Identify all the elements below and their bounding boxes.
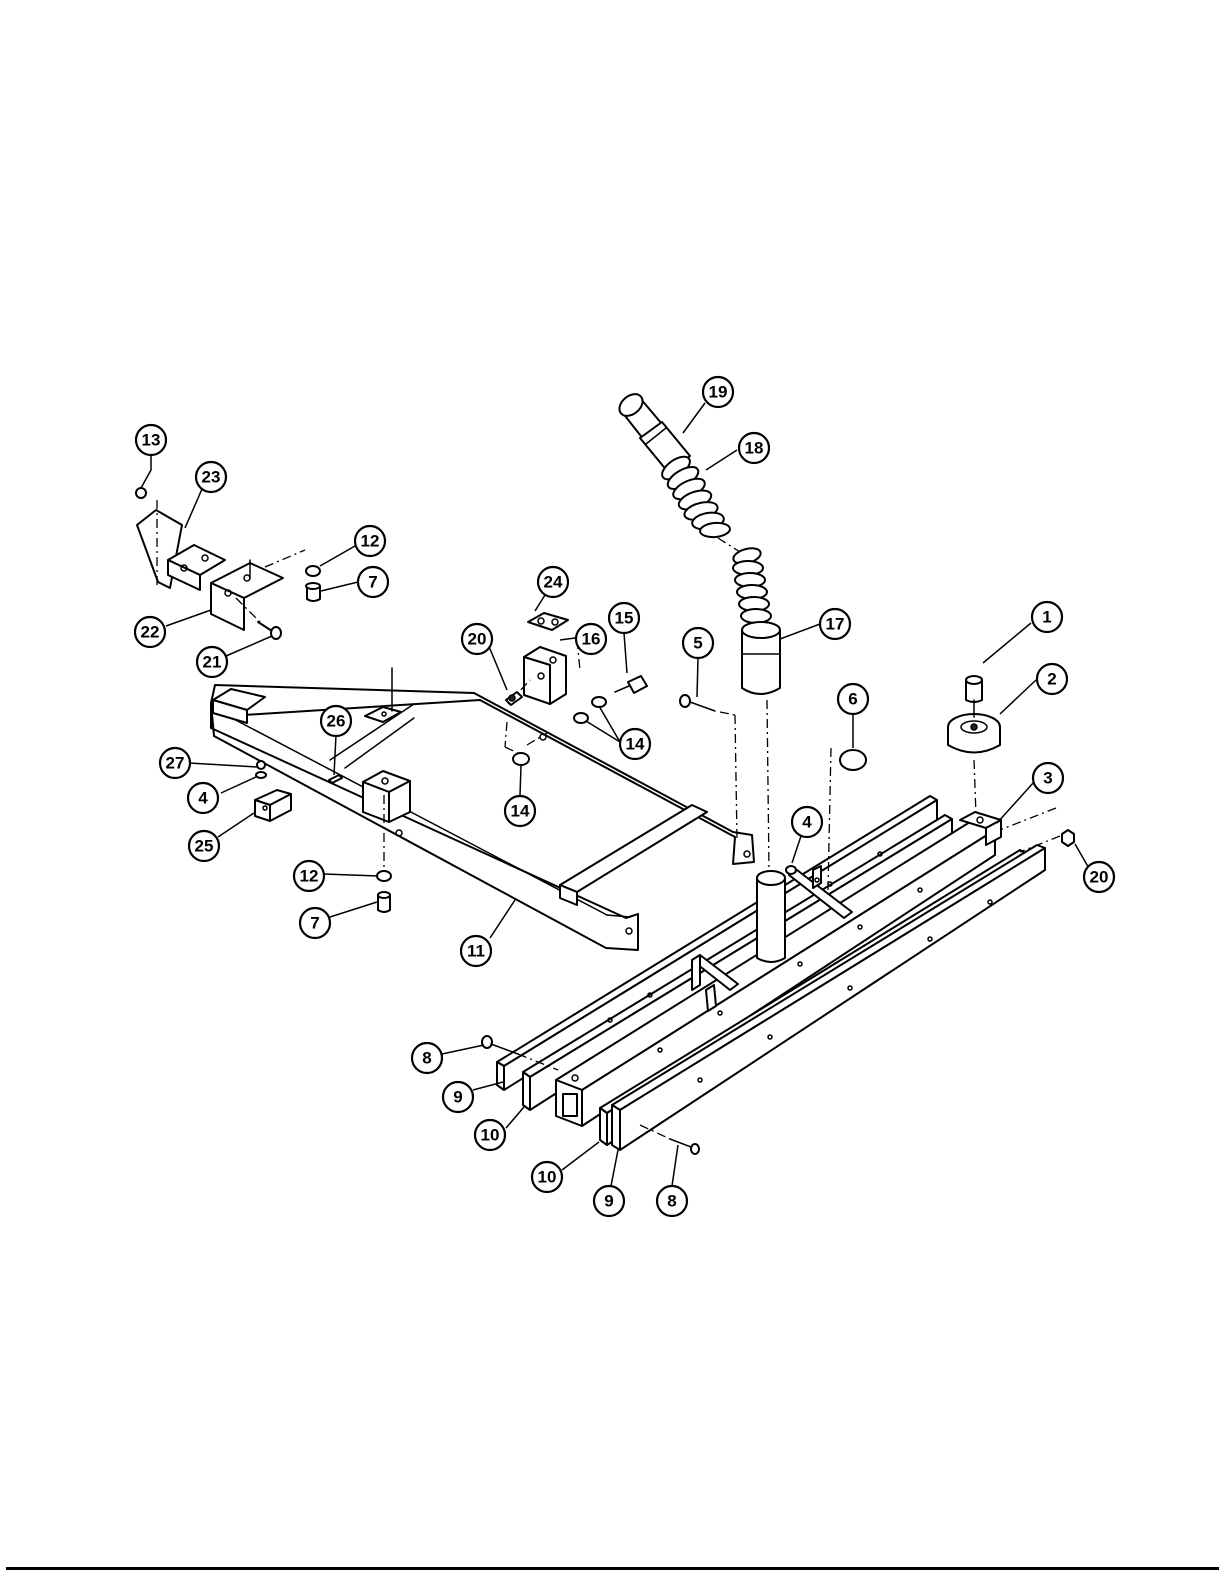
bottom-rule	[6, 1567, 1219, 1570]
callout-9-left: 9	[443, 1082, 473, 1112]
hose-part-17	[732, 546, 780, 694]
callout-label: 4	[802, 813, 812, 832]
callout-22: 22	[135, 617, 165, 647]
callout-14-right: 14	[620, 729, 650, 759]
callout-label: 16	[582, 630, 601, 649]
callout-label: 22	[141, 623, 160, 642]
callout-label: 4	[198, 789, 208, 808]
callout-label: 10	[538, 1168, 557, 1187]
callout-label: 7	[368, 573, 377, 592]
callout-label: 1	[1042, 608, 1051, 627]
callout-label: 8	[422, 1049, 431, 1068]
callout-label: 3	[1043, 769, 1052, 788]
callout-label: 8	[667, 1192, 676, 1211]
callout-label: 25	[195, 837, 214, 856]
callout-6: 6	[838, 684, 868, 714]
callout-7-top: 7	[358, 567, 388, 597]
callout-label: 14	[626, 735, 645, 754]
callout-4-right: 4	[792, 807, 822, 837]
screw-part-21	[258, 622, 272, 631]
callout-20-center: 20	[462, 624, 492, 654]
callout-label: 5	[693, 634, 702, 653]
callout-label: 24	[544, 573, 563, 592]
callout-17: 17	[820, 609, 850, 639]
pin-part-26	[329, 775, 342, 783]
main-frame-part-11	[211, 668, 754, 950]
callout-label: 17	[826, 615, 845, 634]
plate-part-24	[528, 613, 568, 630]
callout-27: 27	[160, 748, 190, 778]
callout-10-right: 10	[532, 1162, 562, 1192]
callout-3: 3	[1033, 763, 1063, 793]
callout-13: 13	[136, 425, 166, 455]
callout-25: 25	[189, 831, 219, 861]
callout-19: 19	[703, 377, 733, 407]
screw-part-15	[628, 676, 647, 693]
callout-20-right: 20	[1084, 862, 1114, 892]
callout-9-right: 9	[594, 1186, 624, 1216]
callout-12-top: 12	[355, 526, 385, 556]
callout-label: 7	[310, 914, 319, 933]
callout-4-left: 4	[188, 783, 218, 813]
callout-label: 20	[1090, 868, 1109, 887]
lower-fasteners	[377, 871, 391, 912]
callout-8-right: 8	[657, 1186, 687, 1216]
callout-8-left: 8	[412, 1043, 442, 1073]
callout-label: 26	[327, 712, 346, 731]
callout-label: 14	[511, 802, 530, 821]
callout-14-lower: 14	[505, 796, 535, 826]
bolt-part-1	[966, 676, 982, 717]
callout-label: 23	[202, 468, 221, 487]
callout-24: 24	[538, 567, 568, 597]
callout-label: 10	[481, 1126, 500, 1145]
callout-label: 2	[1047, 670, 1056, 689]
callout-2: 2	[1037, 664, 1067, 694]
callout-23: 23	[196, 462, 226, 492]
callout-label: 12	[300, 867, 319, 886]
callout-label: 13	[142, 431, 161, 450]
callout-11: 11	[461, 936, 491, 966]
callout-15: 15	[609, 603, 639, 633]
top-left-bracket-group	[136, 488, 320, 639]
callout-10-left: 10	[475, 1120, 505, 1150]
corrugated-hose-part-18	[658, 452, 730, 538]
callout-18: 18	[739, 433, 769, 463]
callout-26: 26	[321, 706, 351, 736]
wheel-part-2	[948, 714, 1000, 753]
callout-label: 21	[203, 653, 222, 672]
callout-1: 1	[1032, 602, 1062, 632]
callout-label: 15	[615, 609, 634, 628]
callout-label: 19	[709, 383, 728, 402]
callout-label: 9	[604, 1192, 613, 1211]
callout-5: 5	[683, 628, 713, 658]
callout-label: 6	[848, 690, 857, 709]
callout-label: 18	[745, 439, 764, 458]
callout-16: 16	[576, 624, 606, 654]
callout-label: 11	[467, 942, 485, 961]
callout-label: 20	[468, 630, 487, 649]
callout-21: 21	[197, 647, 227, 677]
callout-7-bottom: 7	[300, 908, 330, 938]
callout-label: 9	[453, 1088, 462, 1107]
callout-12-bottom: 12	[294, 861, 324, 891]
callout-label: 27	[166, 754, 185, 773]
callout-label: 12	[361, 532, 380, 551]
